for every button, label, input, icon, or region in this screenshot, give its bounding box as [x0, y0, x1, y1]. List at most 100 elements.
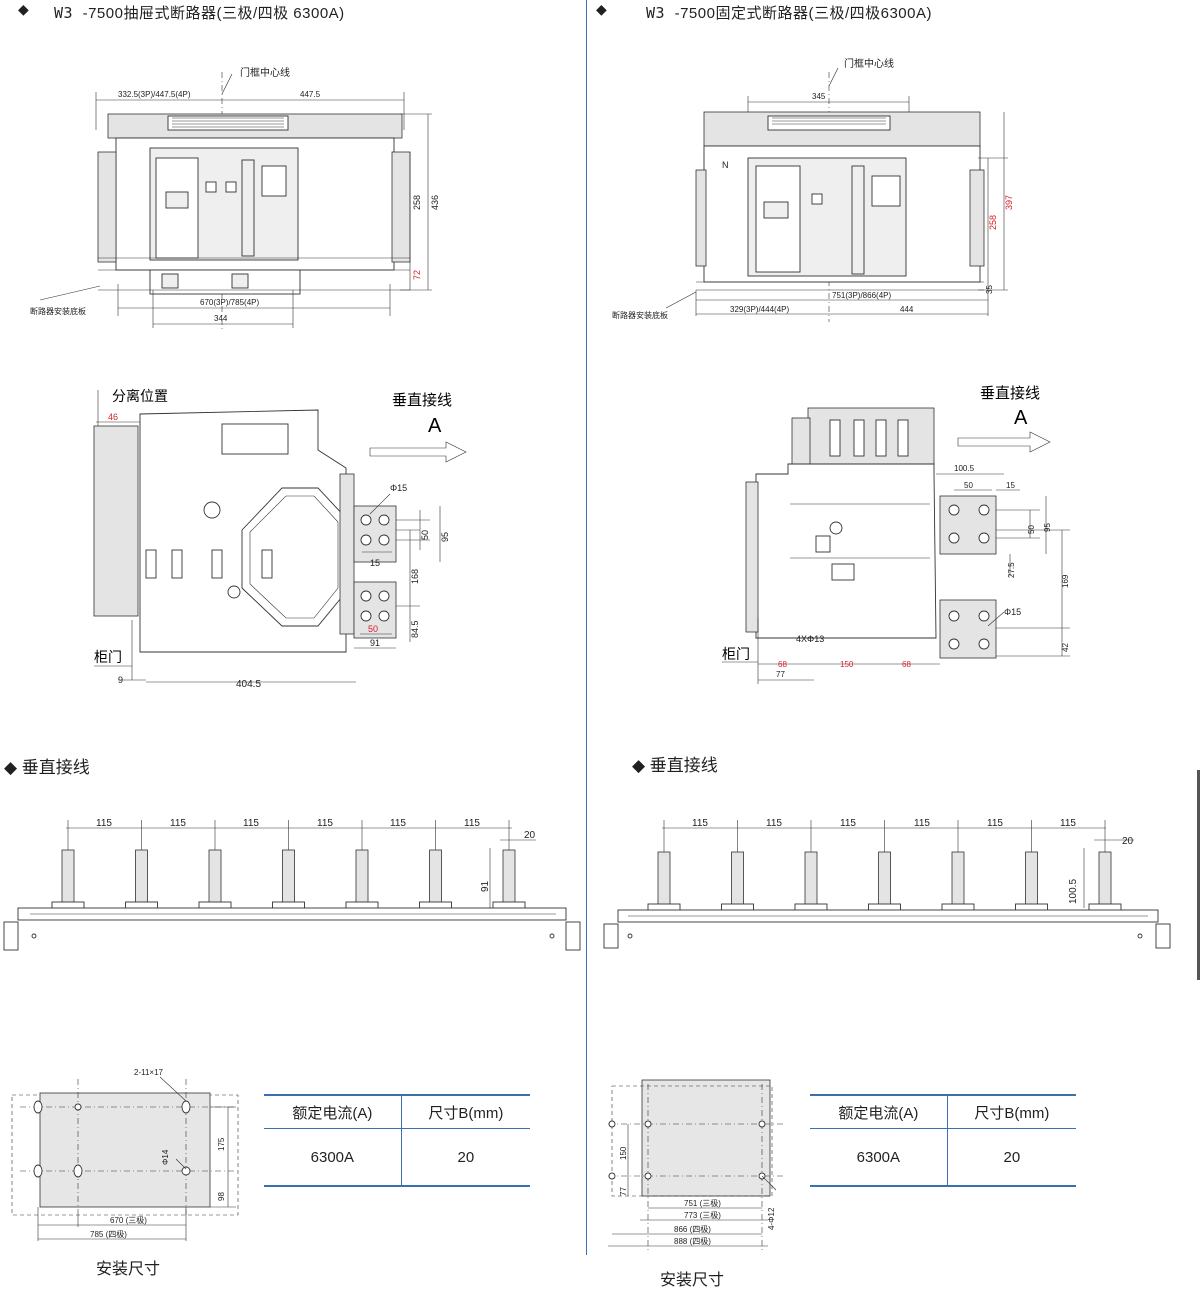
right-d169: 169: [1061, 574, 1070, 588]
busbar-post: [731, 851, 744, 913]
left-arrow-label: A: [428, 415, 442, 437]
right-d68b: 68: [902, 660, 911, 669]
right-hole-dia: Φ15: [1004, 607, 1021, 617]
right-mount-label: 安装尺寸: [660, 1272, 725, 1289]
title-left-main: -7500抽屉式断路器(三极/四极 6300A): [82, 5, 345, 22]
right-d150: 150: [840, 660, 854, 669]
left-busbar: 115 115 115 115 115 115 20 91: [3, 818, 581, 951]
left-side-handle: [93, 425, 139, 617]
left-arrow: [369, 441, 467, 463]
right-side-top: [807, 407, 935, 465]
left-mount-holes: 2-11×17: [134, 1068, 164, 1077]
left-d84: 84.5: [410, 620, 420, 638]
left-mount-plate: [39, 1092, 211, 1208]
right-spacing-6: 115: [1060, 818, 1076, 829]
right-n-label: N: [722, 160, 729, 170]
title-right: W3 -7500固定式断路器(三极/四极6300A): [646, 2, 932, 23]
title-right-bullet: ◆: [596, 1, 607, 17]
right-side-view: 垂直接线 A 100.5 50 15 50 95 27.5 169 Φ15 42…: [722, 385, 1070, 684]
left-table-cell-current: 6300A: [264, 1128, 402, 1187]
right-table-cell-current: 6300A: [810, 1128, 948, 1187]
right-spacing-2: 115: [766, 818, 782, 829]
left-mount-d175: 175: [217, 1137, 226, 1151]
right-table-cell-size: 20: [947, 1128, 1076, 1187]
left-dim-left: 332.5(3P)/447.5(4P): [118, 90, 191, 99]
left-sep-label: 分离位置: [112, 388, 168, 404]
left-mount-drawing: 2-11×17 Φ14 175 98 670 (三极) 785 (四极): [11, 1068, 239, 1241]
busbar-post: [135, 849, 148, 911]
left-busbar-heading: ◆ 垂直接线: [4, 758, 90, 777]
right-mount-d150: 150: [619, 1146, 628, 1160]
left-busbar-spacings: 115 115 115 115 115 115: [96, 818, 480, 829]
right-front-view: 门框中心线 345 N 258 397 35 751(3P)/866(4P) 3…: [612, 57, 1014, 322]
center-divider: [586, 0, 587, 1255]
right-busbar-height: 100.5: [1068, 879, 1079, 904]
right-terminal-bottom: [939, 599, 997, 659]
title-left-prefix: W3: [54, 4, 83, 22]
left-conn-label: 垂直接线: [392, 392, 452, 409]
right-arrow-label: A: [1014, 407, 1028, 429]
busbar-post: [282, 849, 295, 911]
right-side-body: [755, 463, 937, 639]
right-d68a: 68: [778, 660, 787, 669]
left-sep-value: 46: [108, 412, 118, 422]
right-door-label: 柜门: [722, 646, 750, 662]
right-mount-w751: 751 (三极): [684, 1198, 721, 1208]
left-table-row: 6300A 20: [264, 1128, 530, 1187]
left-d168: 168: [410, 569, 420, 584]
left-spec-table: 额定电流(A) 尺寸B(mm) 6300A 20: [264, 1094, 530, 1187]
busbar-post: [208, 849, 222, 911]
left-side-view: 分离位置 46 垂直接线 A Φ15 50 95 15 168 84.5 50 …: [93, 388, 467, 690]
busbar-post: [804, 851, 818, 913]
left-busbar-posts: [51, 820, 526, 913]
left-d50: 50: [420, 530, 430, 540]
right-d15: 15: [1006, 481, 1015, 490]
right-dim-right: 444: [900, 305, 914, 314]
left-table-cell-size: 20: [401, 1128, 530, 1187]
right-dim-width: 751(3P)/866(4P): [832, 291, 891, 300]
right-busbar-posts: [647, 820, 1122, 915]
right-table-row: 6300A 20: [810, 1128, 1076, 1187]
left-spacing-4: 115: [317, 818, 333, 829]
right-spec-table: 额定电流(A) 尺寸B(mm) 6300A 20: [810, 1094, 1076, 1187]
busbar-post: [61, 849, 75, 911]
right-conn-label: 垂直接线: [980, 385, 1040, 402]
left-table-header-current: 额定电流(A): [264, 1094, 402, 1129]
right-spacing-3: 115: [840, 818, 856, 829]
right-busbar: 115 115 115 115 115 115 20 100.5: [603, 818, 1171, 949]
right-base-label: 断路器安装底板: [612, 310, 668, 320]
right-mount-w888: 888 (四极): [674, 1236, 711, 1246]
right-dim-35: 35: [985, 285, 994, 294]
right-table-header-size: 尺寸B(mm): [947, 1094, 1076, 1129]
right-busbar-heading: ◆ 垂直接线: [632, 756, 718, 775]
left-dim-right: 447.5: [300, 90, 321, 99]
right-mount-w773: 773 (三极): [684, 1210, 721, 1220]
busbar-post: [951, 851, 965, 913]
left-mount-w3: 670 (三极): [110, 1215, 147, 1225]
left-mount-label: 安装尺寸: [96, 1261, 161, 1278]
left-table-header-row: 额定电流(A) 尺寸B(mm): [264, 1094, 530, 1129]
busbar-post: [1098, 851, 1112, 913]
left-door-label: 柜门: [94, 649, 122, 665]
right-dim-h-total-red: 397: [1004, 195, 1014, 210]
right-controller: [755, 165, 801, 273]
right-spacing-4: 115: [914, 818, 930, 829]
title-left-bullet: ◆: [18, 1, 29, 17]
left-d91: 91: [370, 638, 380, 648]
left-spacing-3: 115: [243, 818, 259, 829]
busbar-post: [429, 849, 442, 911]
right-busbar-spacings: 115 115 115 115 115 115: [692, 818, 1076, 829]
left-busbar-width: 20: [524, 830, 536, 841]
right-spacing-1: 115: [692, 818, 708, 829]
title-right-prefix: W3: [646, 4, 675, 22]
right-mount-w866: 866 (四极): [674, 1224, 711, 1234]
left-mount-d98: 98: [217, 1192, 226, 1201]
left-busbar-heading-text: 垂直接线: [21, 758, 90, 777]
right-terminal-top: [939, 495, 997, 555]
right-table-header-row: 额定电流(A) 尺寸B(mm): [810, 1094, 1076, 1129]
busbar-post: [657, 851, 671, 913]
right-d77: 77: [776, 670, 785, 679]
left-hole-dia: Φ15: [390, 483, 407, 493]
left-busbar-height: 91: [480, 880, 491, 892]
left-spacing-1: 115: [96, 818, 112, 829]
